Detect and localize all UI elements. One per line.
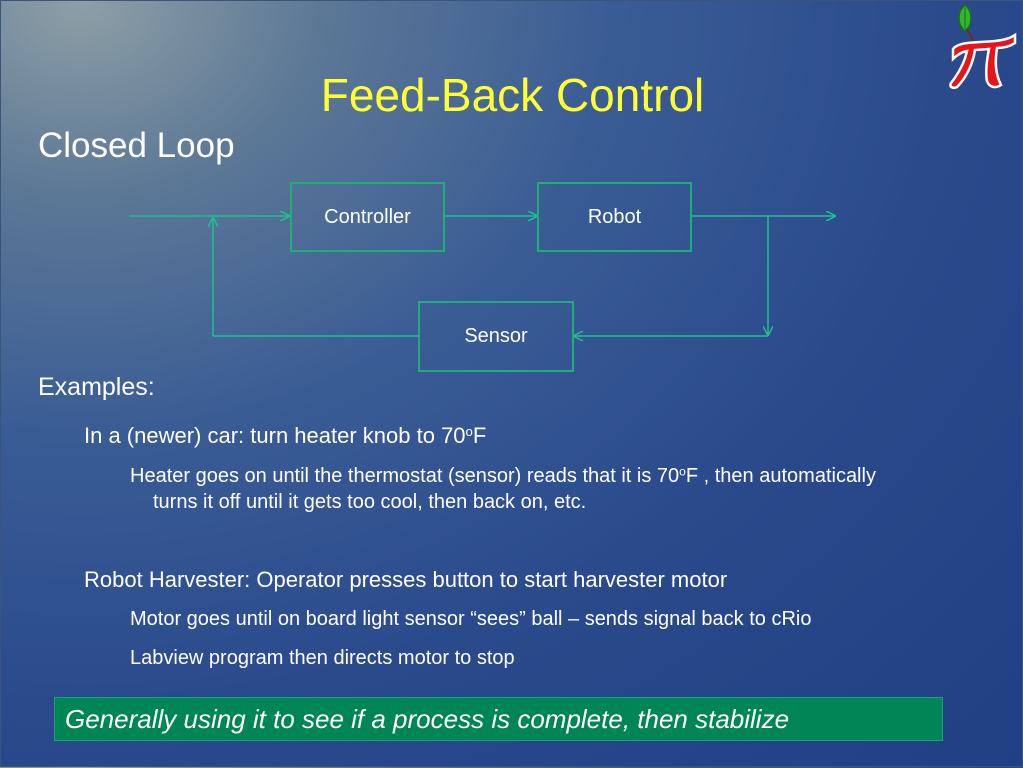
- labview-detail: Labview program then directs motor to st…: [130, 647, 515, 669]
- heater-detail-line1: Heater goes on until the thermostat (sen…: [130, 464, 876, 489]
- heater-detail-text: Heater goes on until the thermostat (sen…: [130, 465, 680, 487]
- heater-detail-line2: turns it off until it gets too cool, the…: [153, 491, 587, 513]
- car-example: In a (newer) car: turn heater knob to 70…: [84, 422, 486, 450]
- motor-detail: Motor goes until on board light sensor “…: [130, 608, 812, 630]
- heater-detail-suffix: F , then automatically: [685, 465, 876, 487]
- sensor-label: Sensor: [464, 325, 528, 347]
- robot-block: Robot: [537, 182, 692, 252]
- subtitle-closed-loop: Closed Loop: [38, 126, 235, 165]
- controller-block: Controller: [290, 182, 445, 252]
- slide-title: Feed-Back Control: [320, 69, 705, 121]
- harvester-example: Robot Harvester: Operator presses button…: [84, 567, 728, 592]
- summary-callout: Generally using it to see if a process i…: [54, 697, 943, 741]
- car-example-unit: F: [472, 423, 487, 448]
- car-example-text: In a (newer) car: turn heater knob to 70: [84, 423, 466, 448]
- robot-label: Robot: [587, 206, 642, 228]
- sensor-block: Sensor: [418, 301, 574, 372]
- degree-superscript: o: [679, 464, 686, 479]
- degree-superscript: o: [465, 423, 473, 439]
- controller-label: Controller: [324, 206, 411, 228]
- pi-logo-icon: [949, 4, 1017, 90]
- examples-heading: Examples:: [38, 373, 155, 401]
